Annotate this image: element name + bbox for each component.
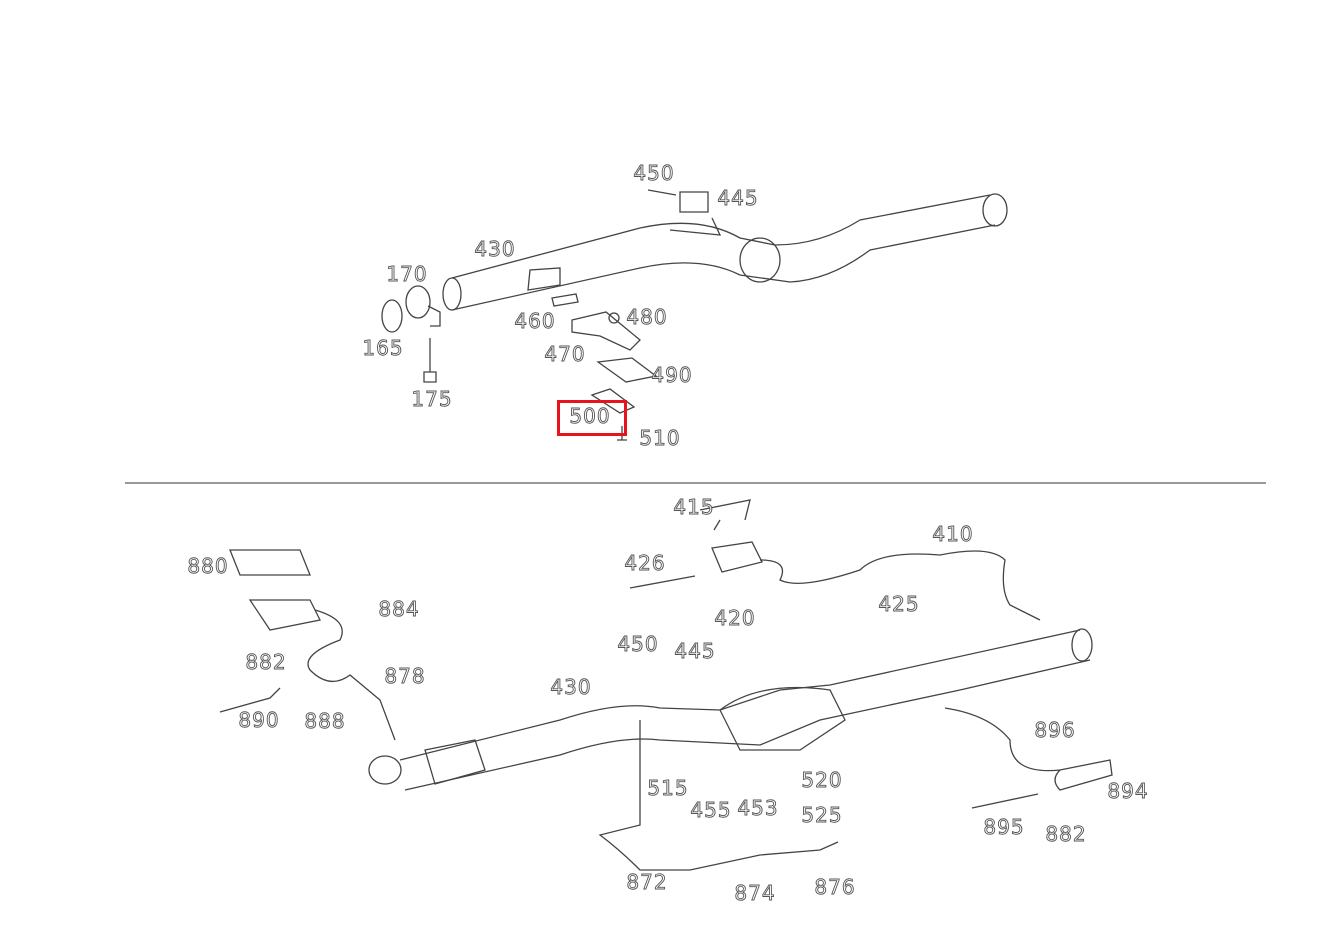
- part-label-425[interactable]: 425: [878, 592, 920, 617]
- part-label-880[interactable]: 880: [187, 554, 229, 579]
- sensor-894: [944, 707, 1113, 809]
- part-label-460[interactable]: 460: [514, 309, 556, 334]
- part-label-895[interactable]: 895: [983, 815, 1025, 840]
- part-label-882-left[interactable]: 882: [245, 650, 287, 675]
- exhaust-pipe-bottom: [368, 628, 1093, 791]
- bolt-175: [423, 338, 437, 383]
- part-label-170[interactable]: 170: [386, 262, 428, 287]
- highlight-box-500: [557, 400, 627, 436]
- rubber-445-top: [647, 189, 709, 213]
- part-label-890[interactable]: 890: [238, 708, 280, 733]
- sensor-wire-872: [598, 720, 839, 871]
- part-label-520[interactable]: 520: [801, 768, 843, 793]
- part-label-455[interactable]: 455: [690, 798, 732, 823]
- part-label-426[interactable]: 426: [624, 551, 666, 576]
- part-label-515[interactable]: 515: [647, 776, 689, 801]
- front-pipe-top: [442, 193, 1008, 311]
- part-label-410[interactable]: 410: [932, 522, 974, 547]
- clamp-170: [405, 285, 441, 327]
- part-label-894[interactable]: 894: [1107, 779, 1149, 804]
- part-label-453[interactable]: 453: [737, 796, 779, 821]
- part-label-175[interactable]: 175: [411, 387, 453, 412]
- part-label-882-right[interactable]: 882: [1045, 822, 1087, 847]
- part-label-876[interactable]: 876: [814, 875, 856, 900]
- part-label-525[interactable]: 525: [801, 803, 843, 828]
- part-label-874[interactable]: 874: [734, 881, 776, 906]
- hanger-bracket: [527, 267, 658, 441]
- part-label-490[interactable]: 490: [651, 363, 693, 388]
- part-label-470[interactable]: 470: [544, 342, 586, 367]
- part-label-480[interactable]: 480: [626, 305, 668, 330]
- sensor-wire-410: [759, 550, 1041, 621]
- part-label-510[interactable]: 510: [639, 426, 681, 451]
- gasket-165: [381, 299, 403, 333]
- part-label-430-bottom[interactable]: 430: [550, 675, 592, 700]
- part-label-165[interactable]: 165: [362, 336, 404, 361]
- part-label-420[interactable]: 420: [714, 606, 756, 631]
- part-label-884[interactable]: 884: [378, 597, 420, 622]
- part-label-445-bottom[interactable]: 445: [674, 639, 716, 664]
- control-unit-left: [219, 549, 396, 741]
- part-label-888[interactable]: 888: [304, 709, 346, 734]
- part-label-430-top[interactable]: 430: [474, 237, 516, 262]
- part-label-878[interactable]: 878: [384, 664, 426, 689]
- part-label-500[interactable]: 500: [569, 404, 611, 429]
- control-unit-top: [629, 499, 763, 589]
- part-label-415[interactable]: 415: [673, 495, 715, 520]
- part-label-450-bottom[interactable]: 450: [617, 632, 659, 657]
- part-label-896[interactable]: 896: [1034, 718, 1076, 743]
- part-label-872[interactable]: 872: [626, 870, 668, 895]
- part-label-450-top[interactable]: 450: [633, 161, 675, 186]
- part-label-445-top[interactable]: 445: [717, 186, 759, 211]
